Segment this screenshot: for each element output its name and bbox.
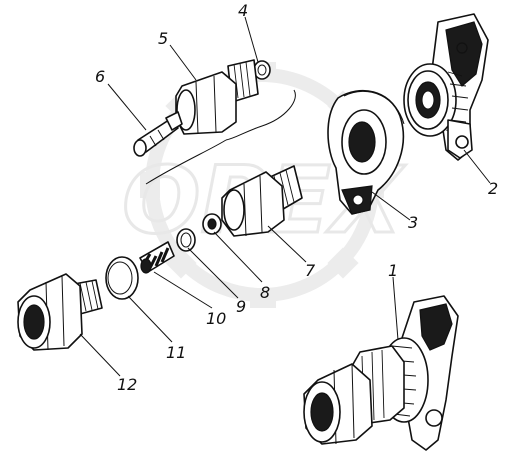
callout-7: 7 [305, 261, 316, 280]
leader-11 [127, 295, 173, 343]
part-11-sealing-washer [105, 256, 139, 300]
leader-lines [79, 16, 491, 377]
callout-labels: 1 2 3 4 5 6 7 8 9 10 11 12 [95, 1, 498, 394]
leader-4 [244, 16, 259, 63]
callout-1: 1 [388, 261, 398, 280]
group-bracket-upper [225, 89, 296, 141]
part-3-gasket [327, 89, 405, 215]
part-1-assembled-valve [303, 295, 459, 451]
part-12-plug [17, 273, 103, 351]
leader-1 [392, 276, 399, 341]
callout-4: 4 [238, 1, 248, 20]
callout-5: 5 [158, 29, 168, 48]
callout-2: 2 [488, 179, 498, 198]
part-10-spring [139, 241, 175, 274]
group-bracket-lower [145, 139, 227, 185]
leader-2 [463, 149, 491, 184]
callout-3: 3 [408, 213, 418, 232]
callout-9: 9 [236, 297, 246, 316]
callout-6: 6 [95, 67, 105, 86]
leader-5 [169, 44, 197, 81]
leader-6 [107, 83, 147, 131]
callout-12: 12 [117, 375, 137, 394]
part-8-washer [202, 213, 222, 235]
leader-9 [187, 247, 239, 299]
leader-3 [371, 191, 411, 221]
part-6-valve-pin [133, 111, 183, 157]
leader-10 [153, 271, 213, 309]
leader-8 [213, 231, 263, 283]
callout-10: 10 [206, 309, 226, 328]
leader-12 [79, 333, 121, 377]
leader-7 [267, 225, 307, 263]
part-2-valve-body [403, 13, 489, 161]
part-5-hex-fitting-small [175, 59, 259, 135]
callout-8: 8 [260, 283, 270, 302]
part-7-hex-fitting [221, 165, 303, 237]
callout-11: 11 [166, 343, 186, 362]
part-9-ring [176, 228, 196, 252]
